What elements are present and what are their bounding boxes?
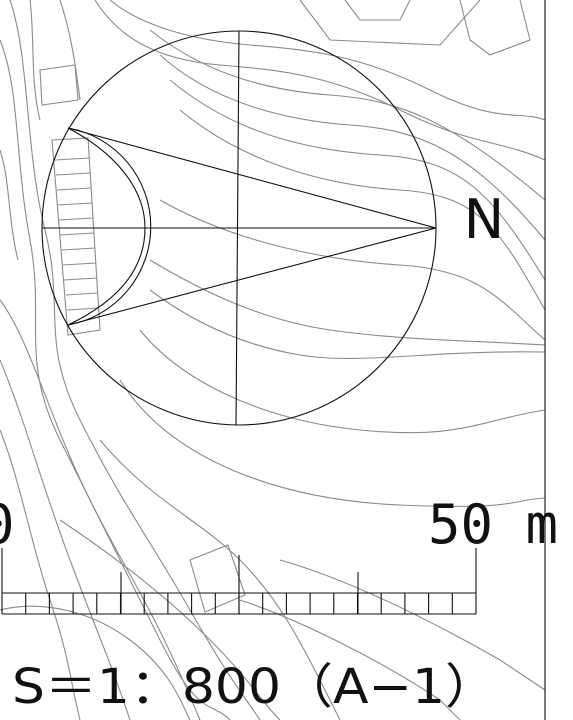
north-arrow: N xyxy=(41,30,504,426)
scale-end-label: 50 m xyxy=(428,493,558,556)
north-label: N xyxy=(464,188,504,251)
stairway xyxy=(51,137,101,336)
structures xyxy=(39,0,531,613)
scale-bar: 0 50 m xyxy=(0,493,558,615)
scale-ratio-label: S＝1：800（A−1） xyxy=(12,659,497,715)
contour-lines xyxy=(0,0,546,720)
scale-start-label: 0 xyxy=(0,493,15,556)
